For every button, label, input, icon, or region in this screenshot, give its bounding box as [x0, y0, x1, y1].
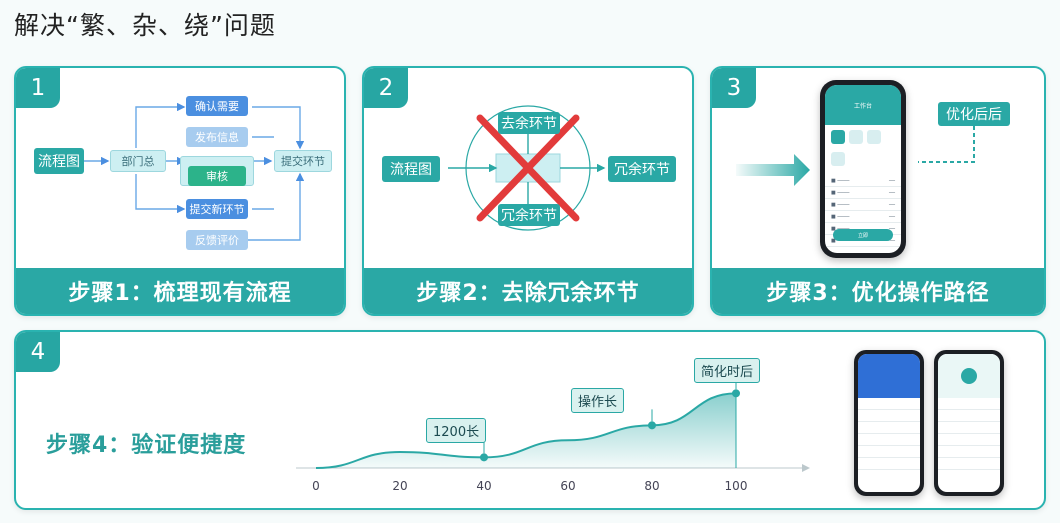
step1-caption: 步骤1：梳理现有流程 [16, 268, 344, 314]
phone-button[interactable]: 立即 [833, 229, 893, 241]
x-tick-label: 40 [476, 479, 491, 493]
step3-arrows [736, 126, 975, 186]
step1-number: 1 [16, 68, 60, 108]
area-fill [316, 393, 736, 468]
step2-left-box: 流程图 [382, 156, 440, 182]
step4-number: 4 [16, 332, 60, 372]
step1-center-box-1: 确认需要 [186, 96, 248, 116]
callout-3: 简化时后 [694, 358, 761, 383]
x-tick-label: 0 [312, 479, 320, 493]
step1-start-box: 流程图 [34, 148, 84, 174]
step2-bottom-box: 冗余环节 [498, 204, 560, 226]
step2-caption: 步骤2：去除冗余环节 [364, 268, 692, 314]
step3-phone: 工作台 ■ ────── ■ ────── ■ ────── ■ ────── … [820, 80, 906, 258]
x-tick-label: 60 [560, 479, 575, 493]
page-title: 解决“繁、杂、绕”问题 [14, 11, 276, 40]
data-point-marker [480, 453, 488, 462]
x-tick-label: 20 [392, 479, 407, 493]
step2-right-box: 冗余环节 [608, 156, 676, 182]
step2-diagram-lines [448, 105, 606, 231]
x-axis-arrow-icon [802, 464, 810, 472]
step1-center-box-4: 提交新环节 [186, 199, 248, 219]
step3-result-label: 优化后后 [938, 102, 1010, 126]
step3-number: 3 [712, 68, 756, 108]
step4-phone-before [854, 350, 924, 496]
remove-cross-icon [476, 114, 580, 222]
step2-card: 2 流程图 去余环节 冗余环节 冗余环节 步骤2：去除冗余环节 [362, 66, 694, 316]
phone-header: 工作台 [825, 85, 901, 125]
callout-1: 1200长 [426, 418, 487, 443]
x-tick-label: 80 [644, 479, 659, 493]
step2-top-box: 去余环节 [498, 112, 560, 134]
data-point-marker [732, 389, 740, 398]
step1-center-box-2: 发布信息 [186, 127, 248, 147]
data-point-marker [648, 421, 656, 430]
step3-card: 3 工作台 ■ ────── ■ ────── ■ ────── ■ ─────… [710, 66, 1046, 316]
step1-hub-box: 部门总 [110, 150, 166, 172]
step2-number: 2 [364, 68, 408, 108]
callout-2: 操作长 [571, 388, 625, 413]
step1-card: 1 流程图 部门总 确认需要 发布信息 审核 提交新环节 反馈评价 提交环节 步… [14, 66, 346, 316]
step3-caption: 步骤3：优化操作路径 [712, 268, 1044, 314]
step1-right-box: 提交环节 [274, 150, 332, 172]
step4-card: 4 0 20 40 60 80 100 步骤4：验证便捷度 1200长 操作长 简化时后 [14, 330, 1046, 510]
step1-center-box-5: 反馈评价 [186, 230, 248, 250]
step4-caption: 步骤4：验证便捷度 [46, 433, 247, 458]
series-line [315, 392, 737, 469]
step4-phone-after [934, 350, 1004, 496]
step4-chart: 0 20 40 60 80 100 [296, 377, 810, 493]
phone-tiles [825, 125, 901, 175]
step1-center-box-3: 审核 [188, 166, 246, 186]
x-tick-label: 100 [725, 479, 748, 493]
